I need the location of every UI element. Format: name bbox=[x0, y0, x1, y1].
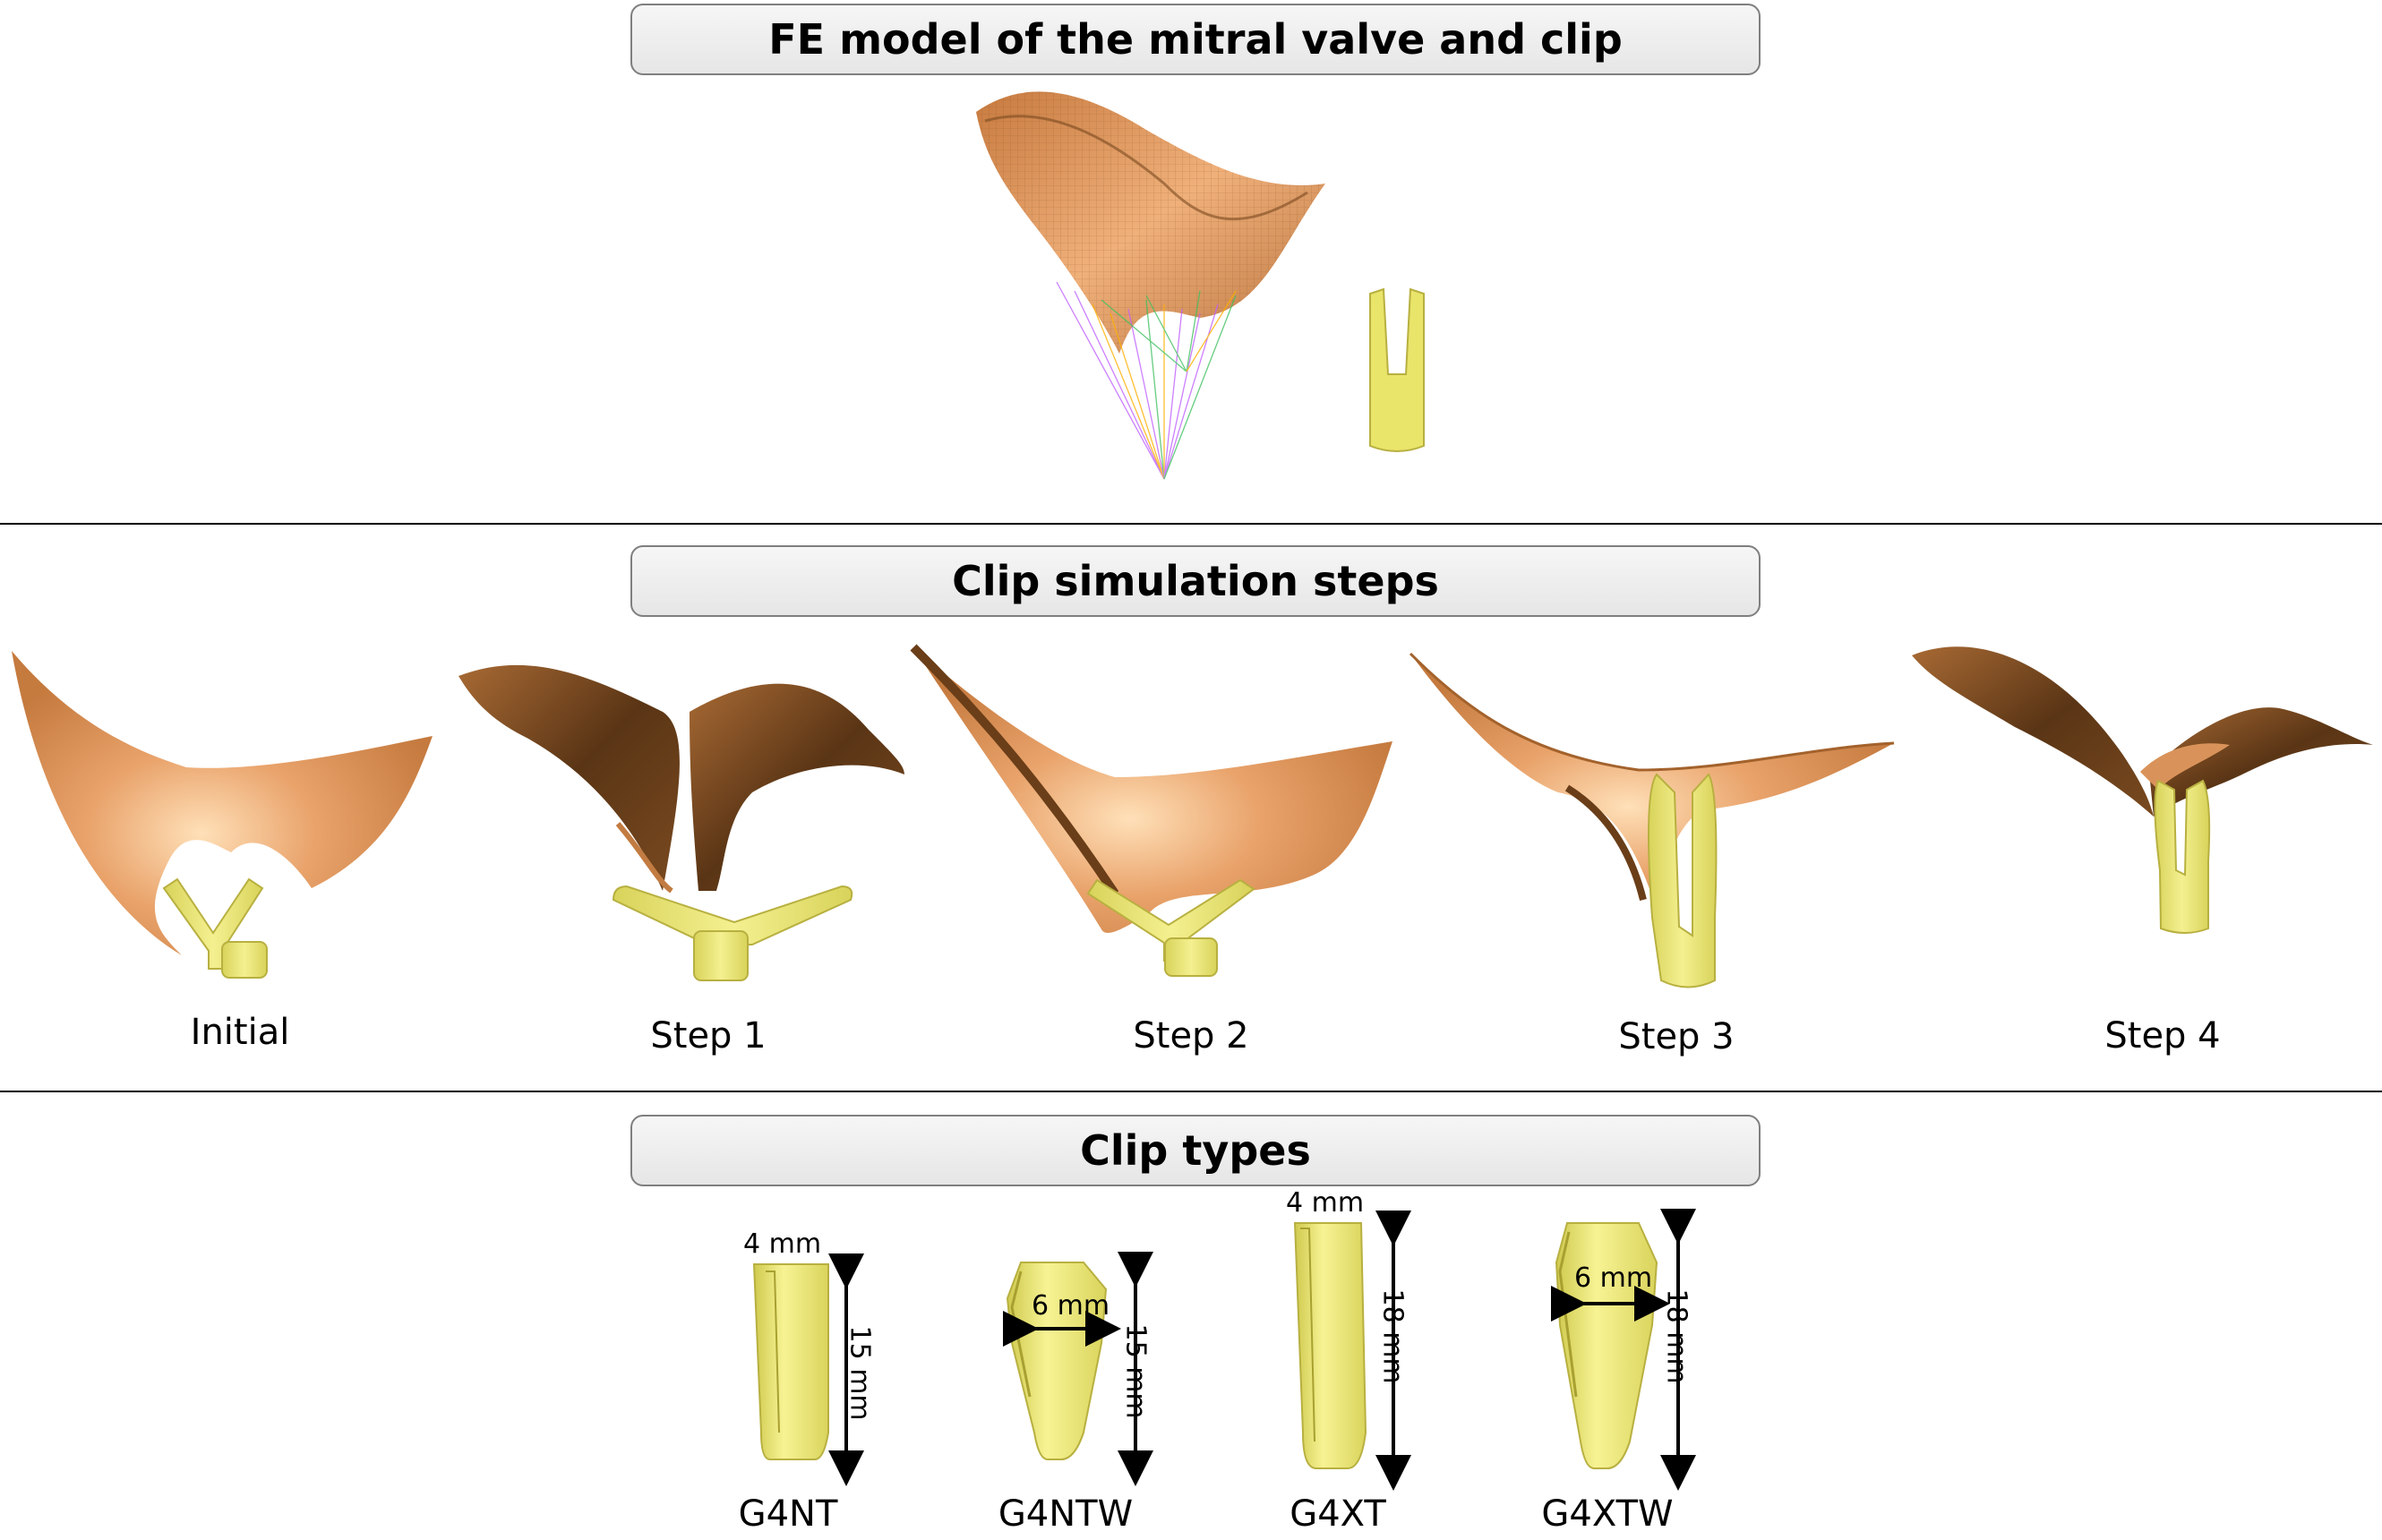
step-label-step4: Step 4 bbox=[2104, 1015, 2221, 1057]
clip-g4xtw-length-label: 18 mm bbox=[1660, 1288, 1692, 1384]
section-header-simulation: Clip simulation steps bbox=[630, 545, 1761, 617]
clip-g4ntw-name: G4NTW bbox=[998, 1493, 1134, 1535]
step-label-step2: Step 2 bbox=[1133, 1015, 1249, 1057]
clip-g4ntw-length-label: 15 mm bbox=[1119, 1323, 1152, 1419]
simulation-step4-model bbox=[1912, 646, 2373, 934]
simulation-step2-model bbox=[910, 644, 1392, 977]
simulation-initial-model bbox=[12, 651, 433, 979]
clip-g4nt-name: G4NT bbox=[738, 1493, 838, 1535]
section-divider bbox=[0, 1091, 2382, 1092]
clip-g4xt-name: G4XT bbox=[1290, 1493, 1386, 1535]
clip-g4xtw-width-label: 6 mm bbox=[1574, 1262, 1653, 1294]
section-divider bbox=[0, 523, 2382, 525]
clip-g4nt-length-label: 15 mm bbox=[844, 1325, 876, 1421]
mitral-valve-fe-model bbox=[976, 91, 1325, 480]
step-label-step3: Step 3 bbox=[1618, 1016, 1735, 1057]
clip-model bbox=[1369, 287, 1425, 452]
clip-g4xt-length-label: 18 mm bbox=[1376, 1288, 1409, 1384]
clip-g4xtw-name: G4XTW bbox=[1541, 1493, 1674, 1535]
simulation-step3-model bbox=[1409, 652, 1895, 988]
clip-g4xt-width-label: 4 mm bbox=[1286, 1187, 1365, 1219]
section-header-fe-model: FE model of the mitral valve and clip bbox=[630, 4, 1761, 75]
simulation-step1-model bbox=[458, 664, 904, 981]
step-label-step1: Step 1 bbox=[650, 1015, 767, 1057]
section-header-clip-types: Clip types bbox=[630, 1115, 1761, 1186]
clip-g4nt-width-label: 4 mm bbox=[743, 1228, 822, 1260]
clip-types-drawing bbox=[752, 1209, 1696, 1491]
clip-g4ntw-width-label: 6 mm bbox=[1032, 1290, 1110, 1322]
step-label-initial: Initial bbox=[190, 1012, 290, 1053]
